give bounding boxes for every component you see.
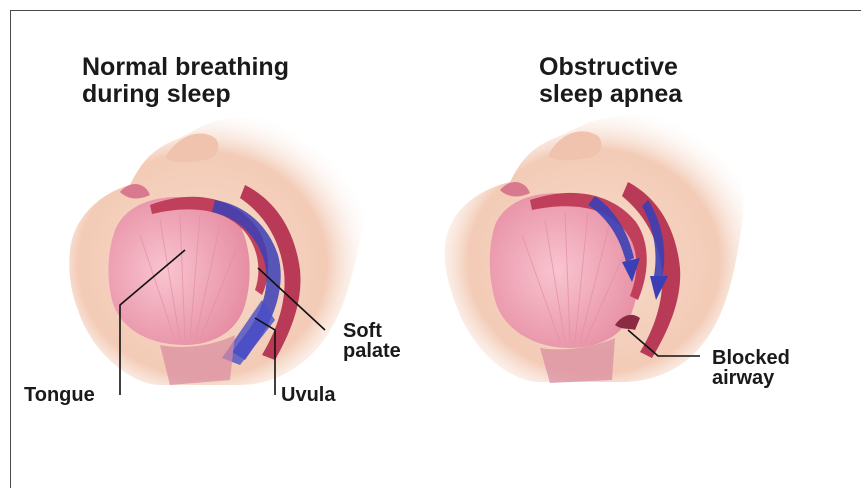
nose-shape [548,131,601,160]
uvula-label: Uvula [281,385,335,405]
nose-shape [165,134,218,163]
blocked-airway-illustration [400,0,830,490]
soft-palate-label: Soft palate [343,321,401,361]
tongue-shape [108,197,249,345]
tongue-label: Tongue [24,385,95,405]
normal-airway-illustration [0,0,430,490]
blocked-airway-label: Blocked airway [712,348,790,388]
